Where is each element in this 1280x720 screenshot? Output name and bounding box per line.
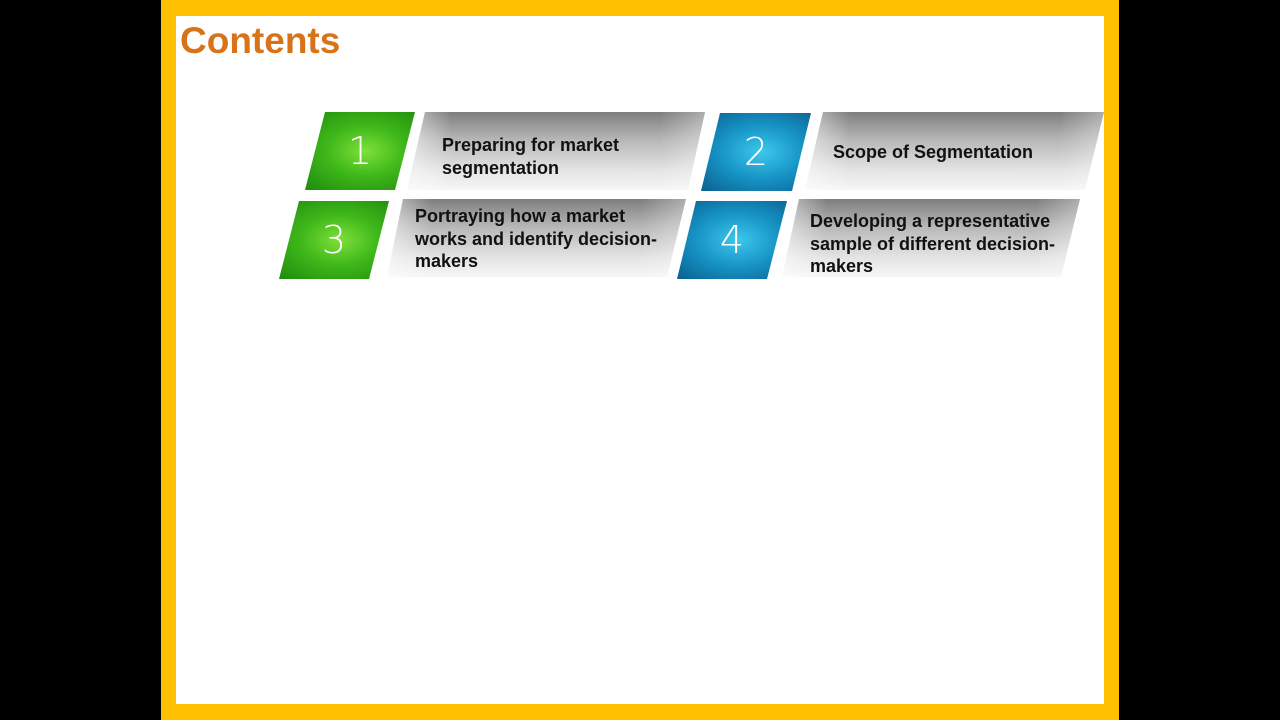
item-label-bar	[782, 199, 1080, 277]
item-label-bar	[805, 112, 1104, 190]
item-number-badge: 2	[701, 113, 811, 191]
item-number-badge: 4	[677, 201, 787, 279]
slide-title: Contents	[180, 20, 341, 61]
item-label: Portraying how a market works and identi…	[415, 206, 658, 271]
item-label: Scope of Segmentation	[833, 142, 1034, 162]
item-label: Preparing for market segmentation	[442, 135, 620, 178]
item-number-badge: 1	[305, 112, 415, 190]
item-label: Developing a representative sample of di…	[810, 211, 1056, 276]
item-label-bar	[387, 199, 686, 277]
item-number-badge: 3	[279, 201, 389, 279]
item-label-bar	[407, 112, 705, 190]
